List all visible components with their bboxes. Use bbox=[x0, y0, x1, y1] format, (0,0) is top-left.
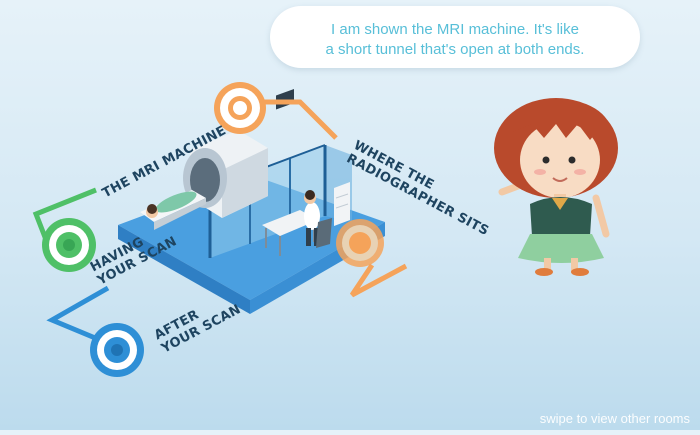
after-scan-hotspot[interactable] bbox=[46, 285, 144, 377]
speech-line-1: I am shown the MRI machine. It's like bbox=[331, 21, 579, 38]
mri-machine-hotspot[interactable] bbox=[214, 82, 338, 140]
radiographer-hotspot[interactable] bbox=[336, 219, 408, 298]
girl-character bbox=[494, 98, 618, 276]
speech-bubble: I am shown the MRI machine. It's like a … bbox=[270, 6, 640, 68]
swipe-hint: swipe to view other rooms bbox=[539, 411, 690, 426]
having-scan-hotspot[interactable] bbox=[32, 187, 97, 272]
speech-line-2: a short tunnel that's open at both ends. bbox=[325, 41, 585, 58]
speech-bubble-text: I am shown the MRI machine. It's like a … bbox=[288, 20, 622, 60]
mri-machine bbox=[140, 130, 268, 230]
